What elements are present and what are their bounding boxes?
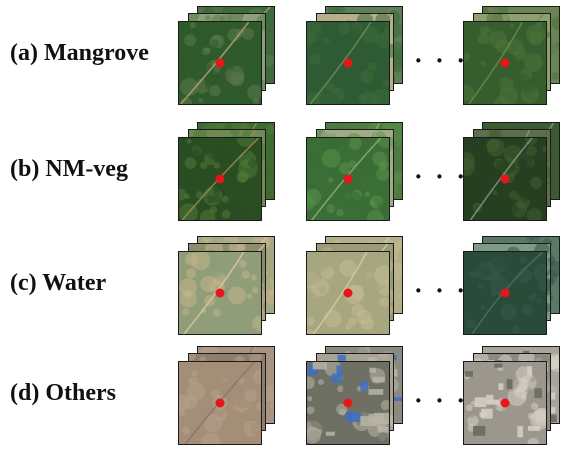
patch-stack-water-2 bbox=[306, 236, 406, 346]
patch-stack-others-1 bbox=[178, 346, 278, 456]
ellipsis: · · · bbox=[414, 46, 469, 75]
sample-point-marker bbox=[343, 398, 353, 408]
row-nm-veg: (b) NM-veg · · · bbox=[0, 122, 573, 232]
row-mangrove: (a) Mangrove · · · bbox=[0, 6, 573, 116]
satellite-patch-front bbox=[463, 361, 547, 445]
patch-stack-mangrove-2 bbox=[306, 6, 406, 116]
satellite-patch-front bbox=[306, 251, 390, 335]
sample-point-marker bbox=[215, 398, 225, 408]
sample-point-marker bbox=[343, 58, 353, 68]
sample-point-marker bbox=[343, 174, 353, 184]
row-others: (d) Others · · · bbox=[0, 346, 573, 456]
satellite-patch-front bbox=[306, 361, 390, 445]
patch-stack-water-3 bbox=[463, 236, 563, 346]
ellipsis: · · · bbox=[414, 386, 469, 415]
sample-point-marker bbox=[215, 58, 225, 68]
sample-point-marker bbox=[500, 58, 510, 68]
patch-stack-water-1 bbox=[178, 236, 278, 346]
satellite-patch-front bbox=[306, 137, 390, 221]
satellite-patch-front bbox=[306, 21, 390, 105]
ellipsis: · · · bbox=[414, 162, 469, 191]
ellipsis: · · · bbox=[414, 276, 469, 305]
patch-stack-nm-veg-2 bbox=[306, 122, 406, 232]
row-label-water: (c) Water bbox=[10, 270, 107, 296]
sample-point-marker bbox=[215, 288, 225, 298]
patch-stack-others-3 bbox=[463, 346, 563, 456]
patch-stack-nm-veg-1 bbox=[178, 122, 278, 232]
patch-stack-mangrove-1 bbox=[178, 6, 278, 116]
row-label-nm-veg: (b) NM-veg bbox=[10, 156, 128, 182]
row-label-mangrove: (a) Mangrove bbox=[10, 40, 149, 66]
row-label-others: (d) Others bbox=[10, 380, 116, 406]
row-water: (c) Water · · · bbox=[0, 236, 573, 346]
sample-point-marker bbox=[500, 288, 510, 298]
satellite-patch-front bbox=[178, 361, 262, 445]
patch-stack-nm-veg-3 bbox=[463, 122, 563, 232]
satellite-patch-front bbox=[178, 137, 262, 221]
sample-point-marker bbox=[500, 398, 510, 408]
satellite-patch-front bbox=[178, 251, 262, 335]
sample-point-marker bbox=[500, 174, 510, 184]
sample-point-marker bbox=[215, 174, 225, 184]
patch-stack-others-2 bbox=[306, 346, 406, 456]
satellite-patch-front bbox=[463, 251, 547, 335]
sample-point-marker bbox=[343, 288, 353, 298]
satellite-patch-front bbox=[463, 21, 547, 105]
satellite-patch-front bbox=[178, 21, 262, 105]
satellite-patch-front bbox=[463, 137, 547, 221]
patch-stack-mangrove-3 bbox=[463, 6, 563, 116]
